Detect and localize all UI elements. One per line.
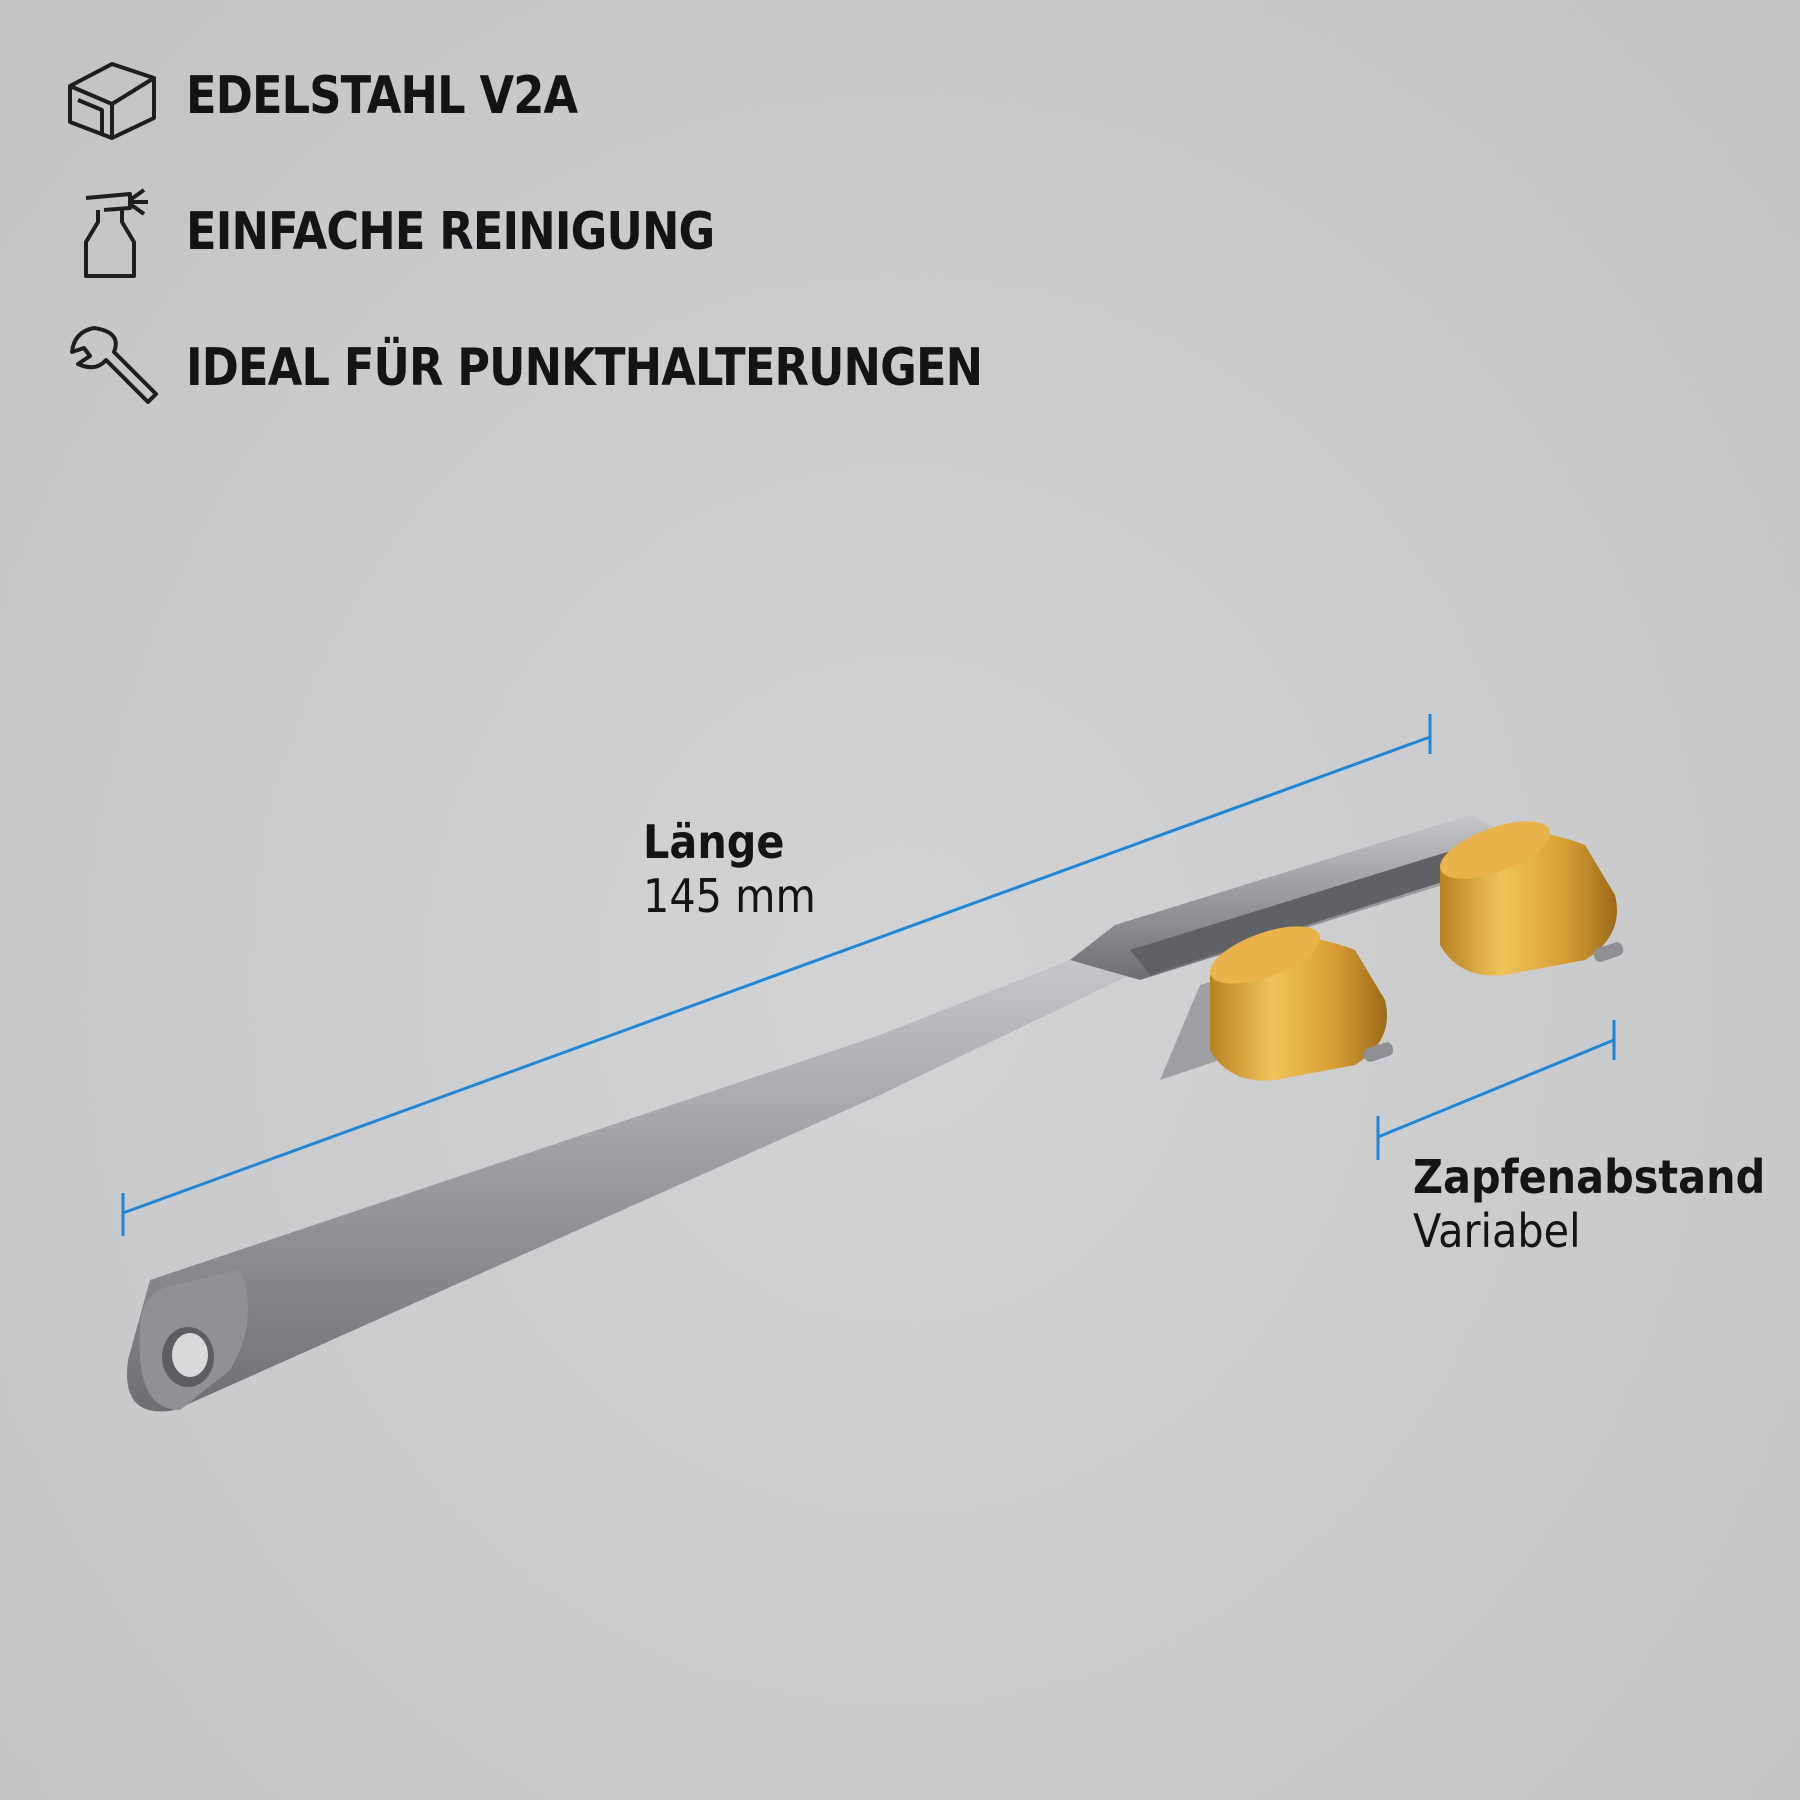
feature-item-material: Edelstahl V2A xyxy=(62,46,641,146)
brass-pin-right xyxy=(1439,821,1624,976)
feature-text-cleaning: Einfache Reinigung xyxy=(186,202,715,262)
wrench-body xyxy=(126,815,1500,1412)
box-material-icon xyxy=(62,46,162,146)
length-dimension-label: Länge 145 mm xyxy=(643,815,835,923)
feature-item-cleaning: Einfache Reinigung xyxy=(62,182,800,282)
brass-pin-left xyxy=(1209,926,1394,1081)
length-label: Länge xyxy=(643,815,785,869)
feature-text-usage: Ideal für Punkthalterungen xyxy=(186,338,983,398)
pin-distance-dimension-line xyxy=(1376,1020,1616,1160)
wrench-icon xyxy=(62,318,162,418)
length-value: 145 mm xyxy=(643,869,816,923)
feature-item-usage: Ideal für Punkthalterungen xyxy=(62,318,1112,418)
pin-distance-dimension-label: Zapfenabstand Variabel xyxy=(1413,1150,1800,1258)
pin-distance-label: Zapfenabstand xyxy=(1413,1150,1766,1204)
feature-text-material: Edelstahl V2A xyxy=(186,66,578,126)
spray-bottle-icon xyxy=(62,182,162,282)
length-dimension-line xyxy=(121,714,1432,1236)
pin-distance-value: Variabel xyxy=(1413,1204,1581,1258)
